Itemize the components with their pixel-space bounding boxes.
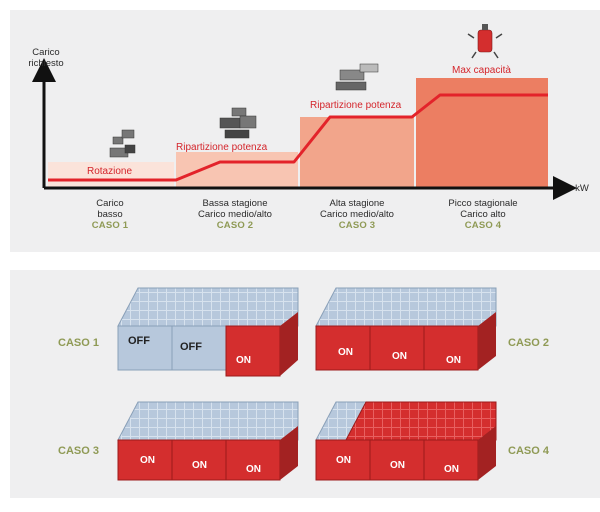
stage-case-2: Bassa stagione Carico medio/alto CASO 2 xyxy=(180,198,290,231)
equipment-icon-medium xyxy=(219,107,257,139)
status-on-label: ON xyxy=(390,460,405,471)
stage-line1: Carico xyxy=(96,198,124,209)
status-on-label: ON xyxy=(236,355,251,366)
stage-caso: CASO 1 xyxy=(91,220,129,231)
stage-case-3: Alta stagione Carico medio/alto CASO 3 xyxy=(302,198,412,231)
step-case-2 xyxy=(176,152,298,188)
stage-caso: CASO 3 xyxy=(338,220,376,231)
case-label-4: CASO 4 xyxy=(508,445,549,457)
stage-caso: CASO 4 xyxy=(464,220,502,231)
annotation-max-capacita: Max capacità xyxy=(452,65,511,76)
unit-block-caso-1 xyxy=(117,287,299,377)
stage-line1: Picco stagionale xyxy=(448,198,518,209)
equipment-icon-large xyxy=(335,63,379,91)
module-on-2 xyxy=(369,439,427,481)
y-axis-label-line1: Carico xyxy=(32,47,60,58)
stage-caso: CASO 2 xyxy=(216,220,254,231)
annotation-rotazione: Rotazione xyxy=(87,166,133,177)
y-axis-label-line2: richiesto xyxy=(28,58,64,69)
stage-case-4: Picco stagionale Carico alto CASO 4 xyxy=(428,198,538,231)
status-on-label: ON xyxy=(192,460,207,471)
stage-case-1: Carico basso CASO 1 xyxy=(60,198,160,231)
status-on-label: ON xyxy=(338,347,353,358)
module-on-1 xyxy=(315,439,373,481)
stage-line1: Alta stagione xyxy=(329,198,385,209)
stage-line1: Bassa stagione xyxy=(202,198,268,209)
status-off-label: OFF xyxy=(180,341,202,353)
case-label-3: CASO 3 xyxy=(58,445,99,457)
y-axis-label: Carico richiesto xyxy=(28,47,64,69)
case-label-2: CASO 2 xyxy=(508,337,549,349)
stage-line2: basso xyxy=(97,209,123,220)
equipment-icon-small xyxy=(109,129,136,158)
module-on-3 xyxy=(225,325,281,377)
fire-extinguisher-icon xyxy=(467,24,503,59)
step-case-1 xyxy=(48,162,174,188)
stage-line2: Carico alto xyxy=(460,209,506,220)
module-on-3 xyxy=(423,439,479,481)
module-on-3 xyxy=(423,325,479,371)
status-on-label: ON xyxy=(140,455,155,466)
module-on-2 xyxy=(369,325,427,371)
annotation-ripartizione-1: Ripartizione potenza xyxy=(176,142,268,153)
units-panel xyxy=(10,270,600,498)
status-on-label: ON xyxy=(444,464,459,475)
case-label-1: CASO 1 xyxy=(58,337,99,349)
status-on-label: ON xyxy=(246,464,261,475)
annotation-ripartizione-2: Ripartizione potenza xyxy=(310,100,402,111)
unit-block-caso-3 xyxy=(117,401,299,481)
x-axis-label: kW xyxy=(575,183,589,194)
status-on-label: ON xyxy=(392,351,407,362)
module-on-1 xyxy=(315,325,373,371)
status-on-label: ON xyxy=(446,355,461,366)
module-off-1 xyxy=(117,325,175,371)
module-on-1 xyxy=(117,439,175,481)
stage-line2: Carico medio/alto xyxy=(320,209,394,220)
status-on-label: ON xyxy=(336,455,351,466)
module-on-2 xyxy=(171,439,229,481)
unit-block-caso-2 xyxy=(315,287,497,371)
module-off-2 xyxy=(171,325,229,371)
demand-line xyxy=(48,93,548,182)
status-off-label: OFF xyxy=(128,335,150,347)
stage-line2: Carico medio/alto xyxy=(198,209,272,220)
unit-block-caso-4 xyxy=(315,401,497,481)
